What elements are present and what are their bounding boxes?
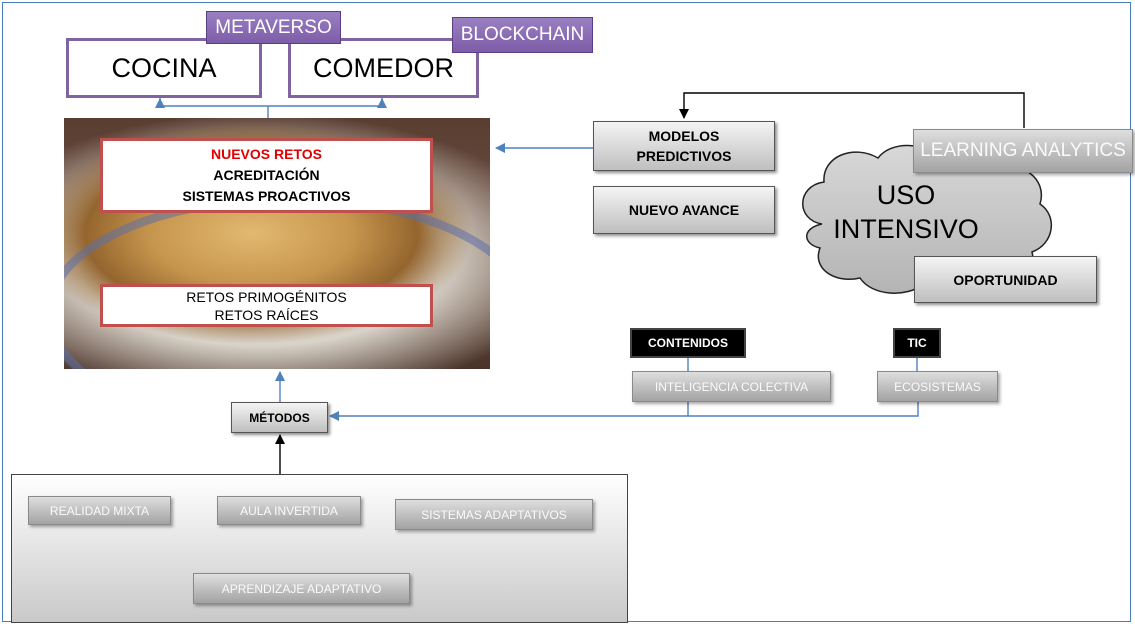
sistemas-adaptativos-box: SISTEMAS ADAPTATIVOS [395,499,593,530]
ecosistemas-box: ECOSISTEMAS [877,371,998,402]
metaverso-label: METAVERSO [215,16,332,38]
uso-label: USO [876,180,936,210]
intensivo-label: INTENSIVO [833,214,979,244]
blockchain-tag: BLOCKCHAIN [452,17,593,53]
plate-rim [64,194,490,369]
learning-analytics-label: LEARNING ANALYTICS [920,140,1126,161]
predictivos-label: PREDICTIVOS [636,148,732,164]
metodos-box: MÉTODOS [231,402,328,433]
learning-analytics-box: LEARNING ANALYTICS [913,129,1133,173]
oportunidad-label: OPORTUNIDAD [953,271,1058,288]
nuevo-avance-box: NUEVO AVANCE [593,186,775,234]
tic-box: TIC [893,328,941,358]
realidad-mixta-label: REALIDAD MIXTA [49,503,150,518]
cocina-label: COCINA [111,52,217,83]
sistemas-adaptativos-label: SISTEMAS ADAPTATIVOS [421,507,567,522]
cocina-box: COCINA [66,38,262,98]
blockchain-label: BLOCKCHAIN [460,24,585,45]
acreditacion-label: ACREDITACIÓN [213,167,320,183]
inteligencia-colectiva-label: INTELIGENCIA COLECTIVA [654,379,809,394]
contenidos-box: CONTENIDOS [630,328,746,358]
inteligencia-colectiva-box: INTELIGENCIA COLECTIVA [632,371,831,402]
aprendizaje-adaptativo-box: APRENDIZAJE ADAPTATIVO [193,573,410,604]
realidad-mixta-box: REALIDAD MIXTA [28,496,171,525]
modelos-label: MODELOS [648,128,720,144]
aula-invertida-label: AULA INVERTIDA [240,503,338,518]
comedor-label: COMEDOR [313,52,454,83]
roots-box: RETOS PRIMOGÉNITOS RETOS RAÍCES [100,284,433,327]
cloud-text: USO INTENSIVO [806,178,1006,258]
aprendizaje-adaptativo-label: APRENDIZAJE ADAPTATIVO [221,581,382,596]
aula-invertida-box: AULA INVERTIDA [217,496,361,525]
tic-label: TIC [907,336,927,350]
retos-primogenitos-label: RETOS PRIMOGÉNITOS [186,288,347,305]
metodos-label: MÉTODOS [249,410,310,425]
sistemas-proactivos-label: SISTEMAS PROACTIVOS [182,188,351,204]
connector-right-metodos [330,402,919,417]
retos-raices-label: RETOS RAÍCES [214,306,319,323]
modelos-predictivos-box: MODELOS PREDICTIVOS [593,121,775,171]
comedor-box: COMEDOR [288,38,479,98]
ecosistemas-label: ECOSISTEMAS [894,379,981,394]
contenidos-label: CONTENIDOS [647,336,728,350]
oportunidad-box: OPORTUNIDAD [914,256,1097,303]
connector-to-top-boxes [159,97,383,118]
challenges-box: NUEVOS RETOS ACREDITACIÓN SISTEMAS PROAC… [100,138,433,213]
nuevo-avance-label: NUEVO AVANCE [628,202,740,218]
metaverso-tag: METAVERSO [206,11,341,44]
nuevos-retos-label: NUEVOS RETOS [211,146,322,162]
connector-analytics-modelos [679,92,1025,128]
